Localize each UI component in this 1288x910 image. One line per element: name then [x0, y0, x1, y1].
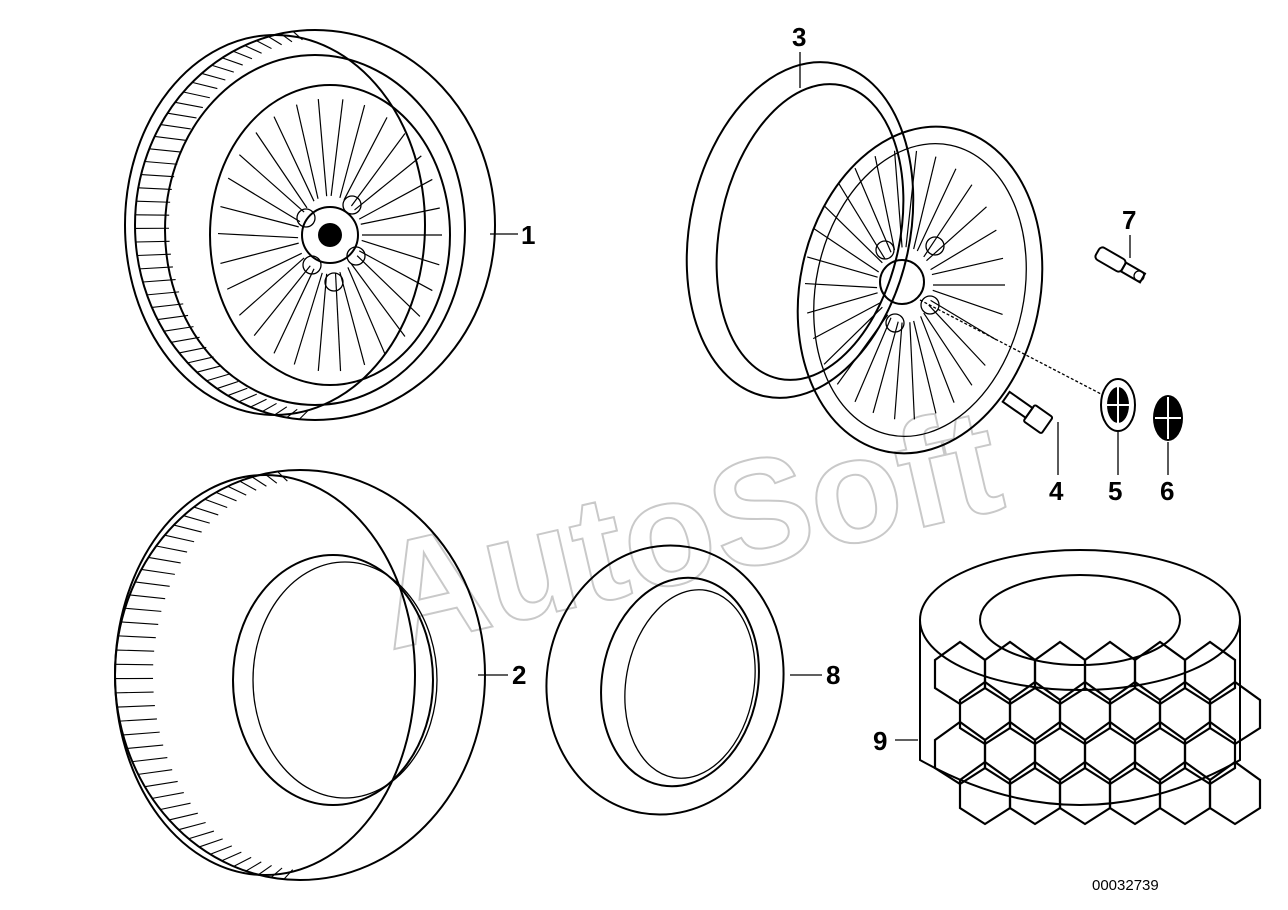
callout-7: 7 — [1122, 205, 1136, 235]
snow-chain-tyre[interactable] — [919, 549, 1262, 826]
tyre[interactable] — [114, 469, 486, 881]
rim-spokes — [804, 150, 1005, 420]
emblem[interactable] — [1153, 395, 1183, 441]
callout-8: 8 — [826, 660, 840, 690]
light-alloy-rim[interactable] — [657, 41, 1072, 476]
callout-4: 4 — [1049, 476, 1064, 506]
tread-pattern — [115, 471, 294, 880]
hub-cap[interactable] — [1100, 378, 1136, 432]
callouts: 1 2 3 4 5 6 7 8 9 — [512, 22, 1174, 756]
watermark-text: AutoSoft — [360, 375, 1015, 681]
callout-3: 3 — [792, 22, 806, 52]
valve[interactable] — [1094, 246, 1147, 285]
complete-wheel-tyre[interactable] — [124, 29, 496, 421]
wheel-bolt[interactable] — [1000, 389, 1054, 434]
callout-6: 6 — [1160, 476, 1174, 506]
leader-lines — [478, 52, 1169, 741]
rim-spokes — [217, 99, 442, 372]
callout-9: 9 — [873, 726, 887, 756]
document-number: 00032739 — [1092, 877, 1159, 894]
callout-5: 5 — [1108, 476, 1122, 506]
watermark: AutoSoft — [359, 374, 1016, 682]
rim-band[interactable] — [525, 527, 804, 834]
callout-1: 1 — [521, 220, 535, 250]
chain-links — [933, 640, 1262, 826]
callout-2: 2 — [512, 660, 526, 690]
tread-pattern — [135, 31, 309, 420]
